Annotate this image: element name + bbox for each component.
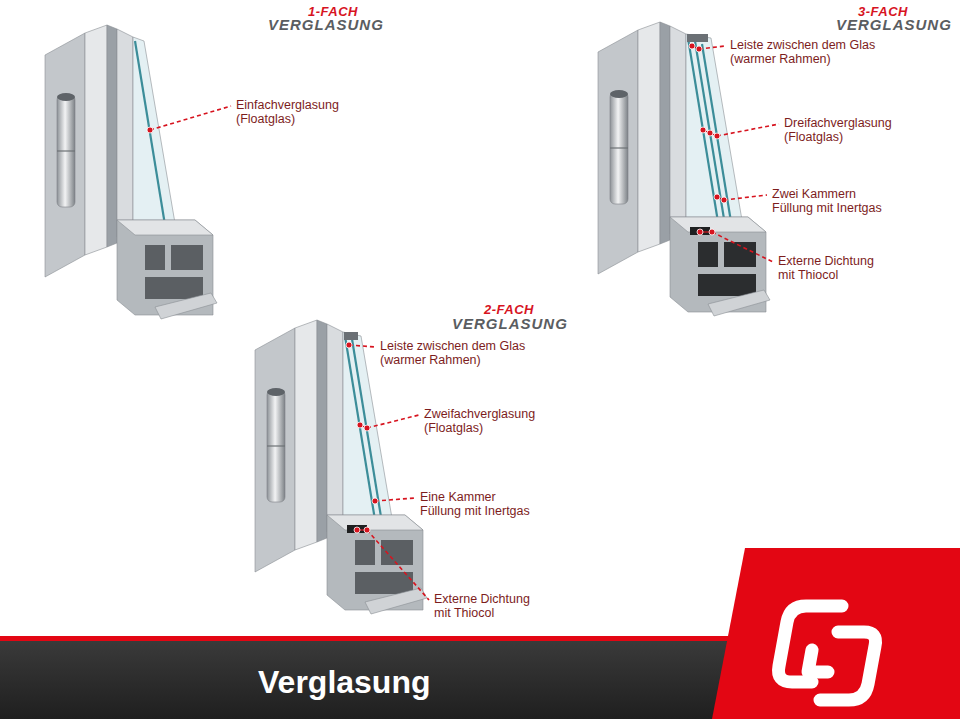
profile-chamber — [355, 572, 413, 594]
hinge — [57, 95, 75, 207]
leader-dot — [700, 127, 706, 133]
profile-face — [660, 22, 670, 244]
leader-dot — [372, 498, 378, 504]
hinge-joint — [610, 147, 628, 148]
leader-dot — [689, 43, 695, 49]
profile-face — [638, 22, 660, 252]
profile-face — [85, 25, 107, 255]
profile-face — [327, 324, 343, 532]
leader-dot — [721, 197, 727, 203]
title-bar — [0, 641, 760, 719]
glazing-heading: 2-FACH — [484, 302, 534, 317]
profile-chamber — [381, 540, 413, 565]
leader-dot — [147, 127, 153, 133]
hinge — [610, 92, 628, 204]
leader-line — [349, 345, 375, 347]
window-profile — [598, 22, 770, 316]
glass-edge — [688, 38, 718, 222]
callout-label: Leiste zwischen dem Glas (warmer Rahmen) — [730, 38, 880, 66]
callout-label: Eine Kammer Füllung mit Inertgas — [420, 490, 534, 518]
callout-label: Dreifachverglasung (Floatglas) — [784, 116, 896, 144]
profile-face — [295, 320, 317, 550]
leader-dot — [357, 422, 363, 428]
profile-face — [107, 25, 117, 247]
leader-dot — [346, 342, 352, 348]
hinge — [267, 390, 285, 502]
profile-chamber — [698, 274, 756, 296]
glazing-heading: VERGLASUNG — [452, 315, 568, 332]
leader-dot — [707, 130, 713, 136]
hinge-top — [610, 90, 628, 98]
profile-foot — [708, 290, 770, 316]
leader-line — [699, 46, 725, 49]
glass-edge — [352, 339, 382, 523]
glass-edge — [345, 336, 375, 520]
leader-dot — [709, 229, 715, 235]
glass-edge — [135, 41, 165, 225]
window-profile — [45, 25, 217, 319]
leader-line — [367, 415, 419, 428]
profile-face — [327, 515, 423, 530]
leader-line — [724, 195, 767, 200]
callout-label: Zwei Kammern Füllung mit Inertgas — [772, 187, 886, 215]
page-title: Verglasung — [258, 662, 431, 702]
profile-face — [670, 26, 686, 234]
leader-dot — [697, 229, 703, 235]
profile-chamber — [171, 245, 203, 270]
profile-chamber — [698, 242, 718, 267]
seal — [690, 227, 710, 235]
glazing-heading: VERGLASUNG — [836, 16, 952, 33]
profile-foot — [365, 588, 427, 614]
leader-dot — [714, 194, 720, 200]
profile-face — [255, 328, 295, 572]
leader-line — [150, 106, 231, 130]
profile-face — [317, 320, 327, 542]
leader-dot — [364, 425, 370, 431]
logo-mark — [779, 606, 876, 700]
callout-label: Externe Dichtung mit Thiocol — [778, 254, 878, 282]
profile-foot — [155, 293, 217, 319]
leader-dot — [696, 46, 702, 52]
leader-line — [367, 530, 429, 600]
leader-line — [712, 232, 773, 262]
profile-chamber — [145, 245, 165, 270]
hinge-joint — [267, 445, 285, 446]
leader-line — [375, 498, 415, 501]
glass-edge — [702, 44, 732, 228]
callout-label: Zweifachverglasung (Floatglas) — [424, 407, 540, 435]
glass-pane — [133, 37, 176, 235]
profile-face — [117, 29, 133, 237]
callout-label: Leiste zwischen dem Glas (warmer Rahmen) — [380, 339, 530, 367]
accent-stripe — [0, 636, 760, 641]
profile-chamber — [145, 277, 203, 299]
leader-dot — [364, 527, 370, 533]
hinge-joint — [57, 150, 75, 151]
callout-label: Einfachverglasung (Floatglas) — [236, 98, 343, 126]
profile-chamber — [355, 540, 375, 565]
profile-face — [598, 30, 638, 274]
leader-dot — [354, 527, 360, 533]
logo-panel — [712, 548, 960, 719]
profile-face — [45, 33, 85, 277]
profile-face — [670, 217, 766, 232]
glazing-heading: VERGLASUNG — [268, 16, 384, 33]
profile-face — [117, 220, 213, 235]
leader-line — [717, 124, 779, 136]
callout-label: Externe Dichtung mit Thiocol — [434, 592, 534, 620]
hinge-top — [267, 388, 285, 396]
glass-edge — [695, 41, 725, 225]
leader-dot — [714, 133, 720, 139]
hinge-top — [57, 93, 75, 101]
spacer-bar — [687, 34, 708, 42]
spacer-bar — [344, 332, 358, 340]
